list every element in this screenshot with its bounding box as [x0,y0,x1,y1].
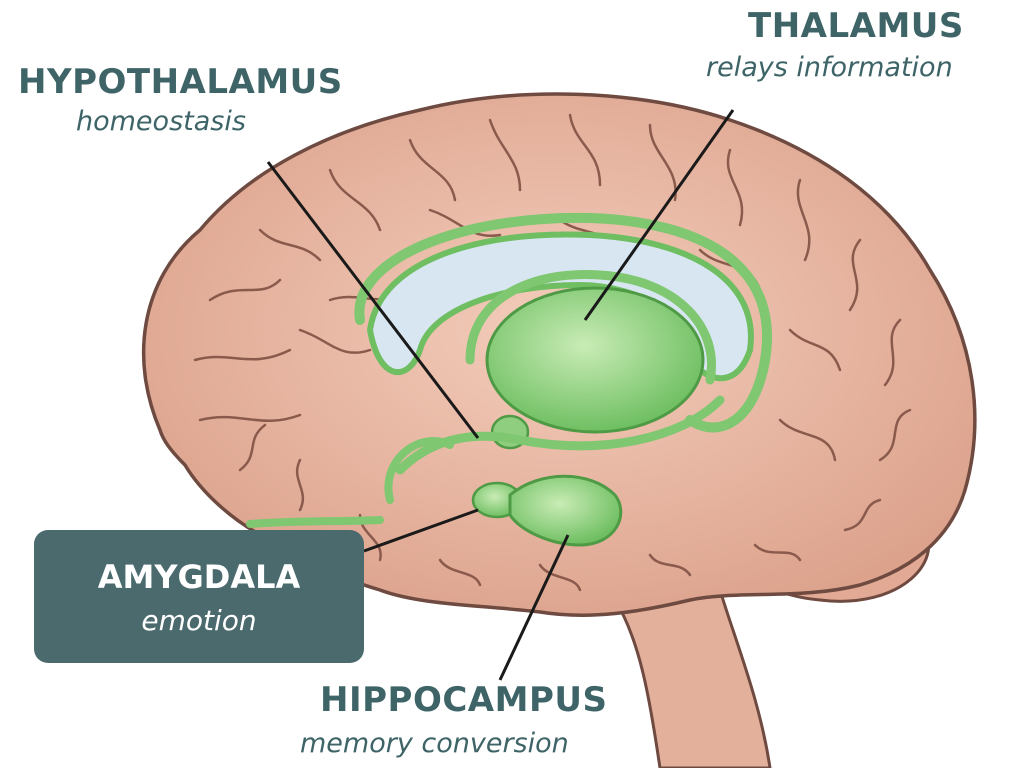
amygdala-title: AMYGDALA [34,558,364,596]
hypothalamus-subtitle: homeostasis [76,106,246,137]
brain-stem [615,590,770,768]
hypothalamus-title: HYPOTHALAMUS [18,62,343,102]
thalamus-shape [487,288,703,432]
thalamus-subtitle: relays information [706,52,953,83]
thalamus-title: THALAMUS [748,6,964,46]
amygdala-subtitle: emotion [34,604,364,637]
amygdala-label-box: AMYGDALA emotion [34,530,364,663]
hippocampus-subtitle: memory conversion [300,728,569,759]
hippocampus-title: HIPPOCAMPUS [320,680,607,720]
